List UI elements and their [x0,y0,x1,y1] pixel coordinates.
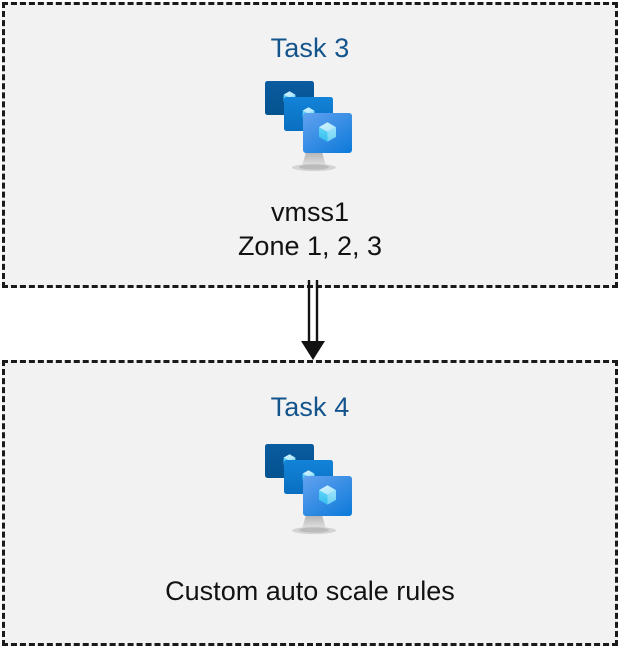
task3-caption: vmss1 Zone 1, 2, 3 [238,195,382,263]
task4-caption-line1: Custom auto scale rules [165,576,455,606]
task3-title: Task 3 [270,33,350,63]
task3-caption-line2: Zone 1, 2, 3 [237,231,383,261]
task-box-task4[interactable]: Task 4 [2,360,618,646]
azure-vm-scale-set-icon [250,76,370,181]
azure-vm-scale-set-icon [250,439,370,544]
task4-title: Task 4 [270,392,350,422]
connector-arrow-down [292,280,336,364]
task4-caption: Custom auto scale rules [165,574,455,608]
task-box-task3[interactable]: Task 3 [2,2,618,288]
task3-caption-line1: vmss1 [270,197,349,227]
